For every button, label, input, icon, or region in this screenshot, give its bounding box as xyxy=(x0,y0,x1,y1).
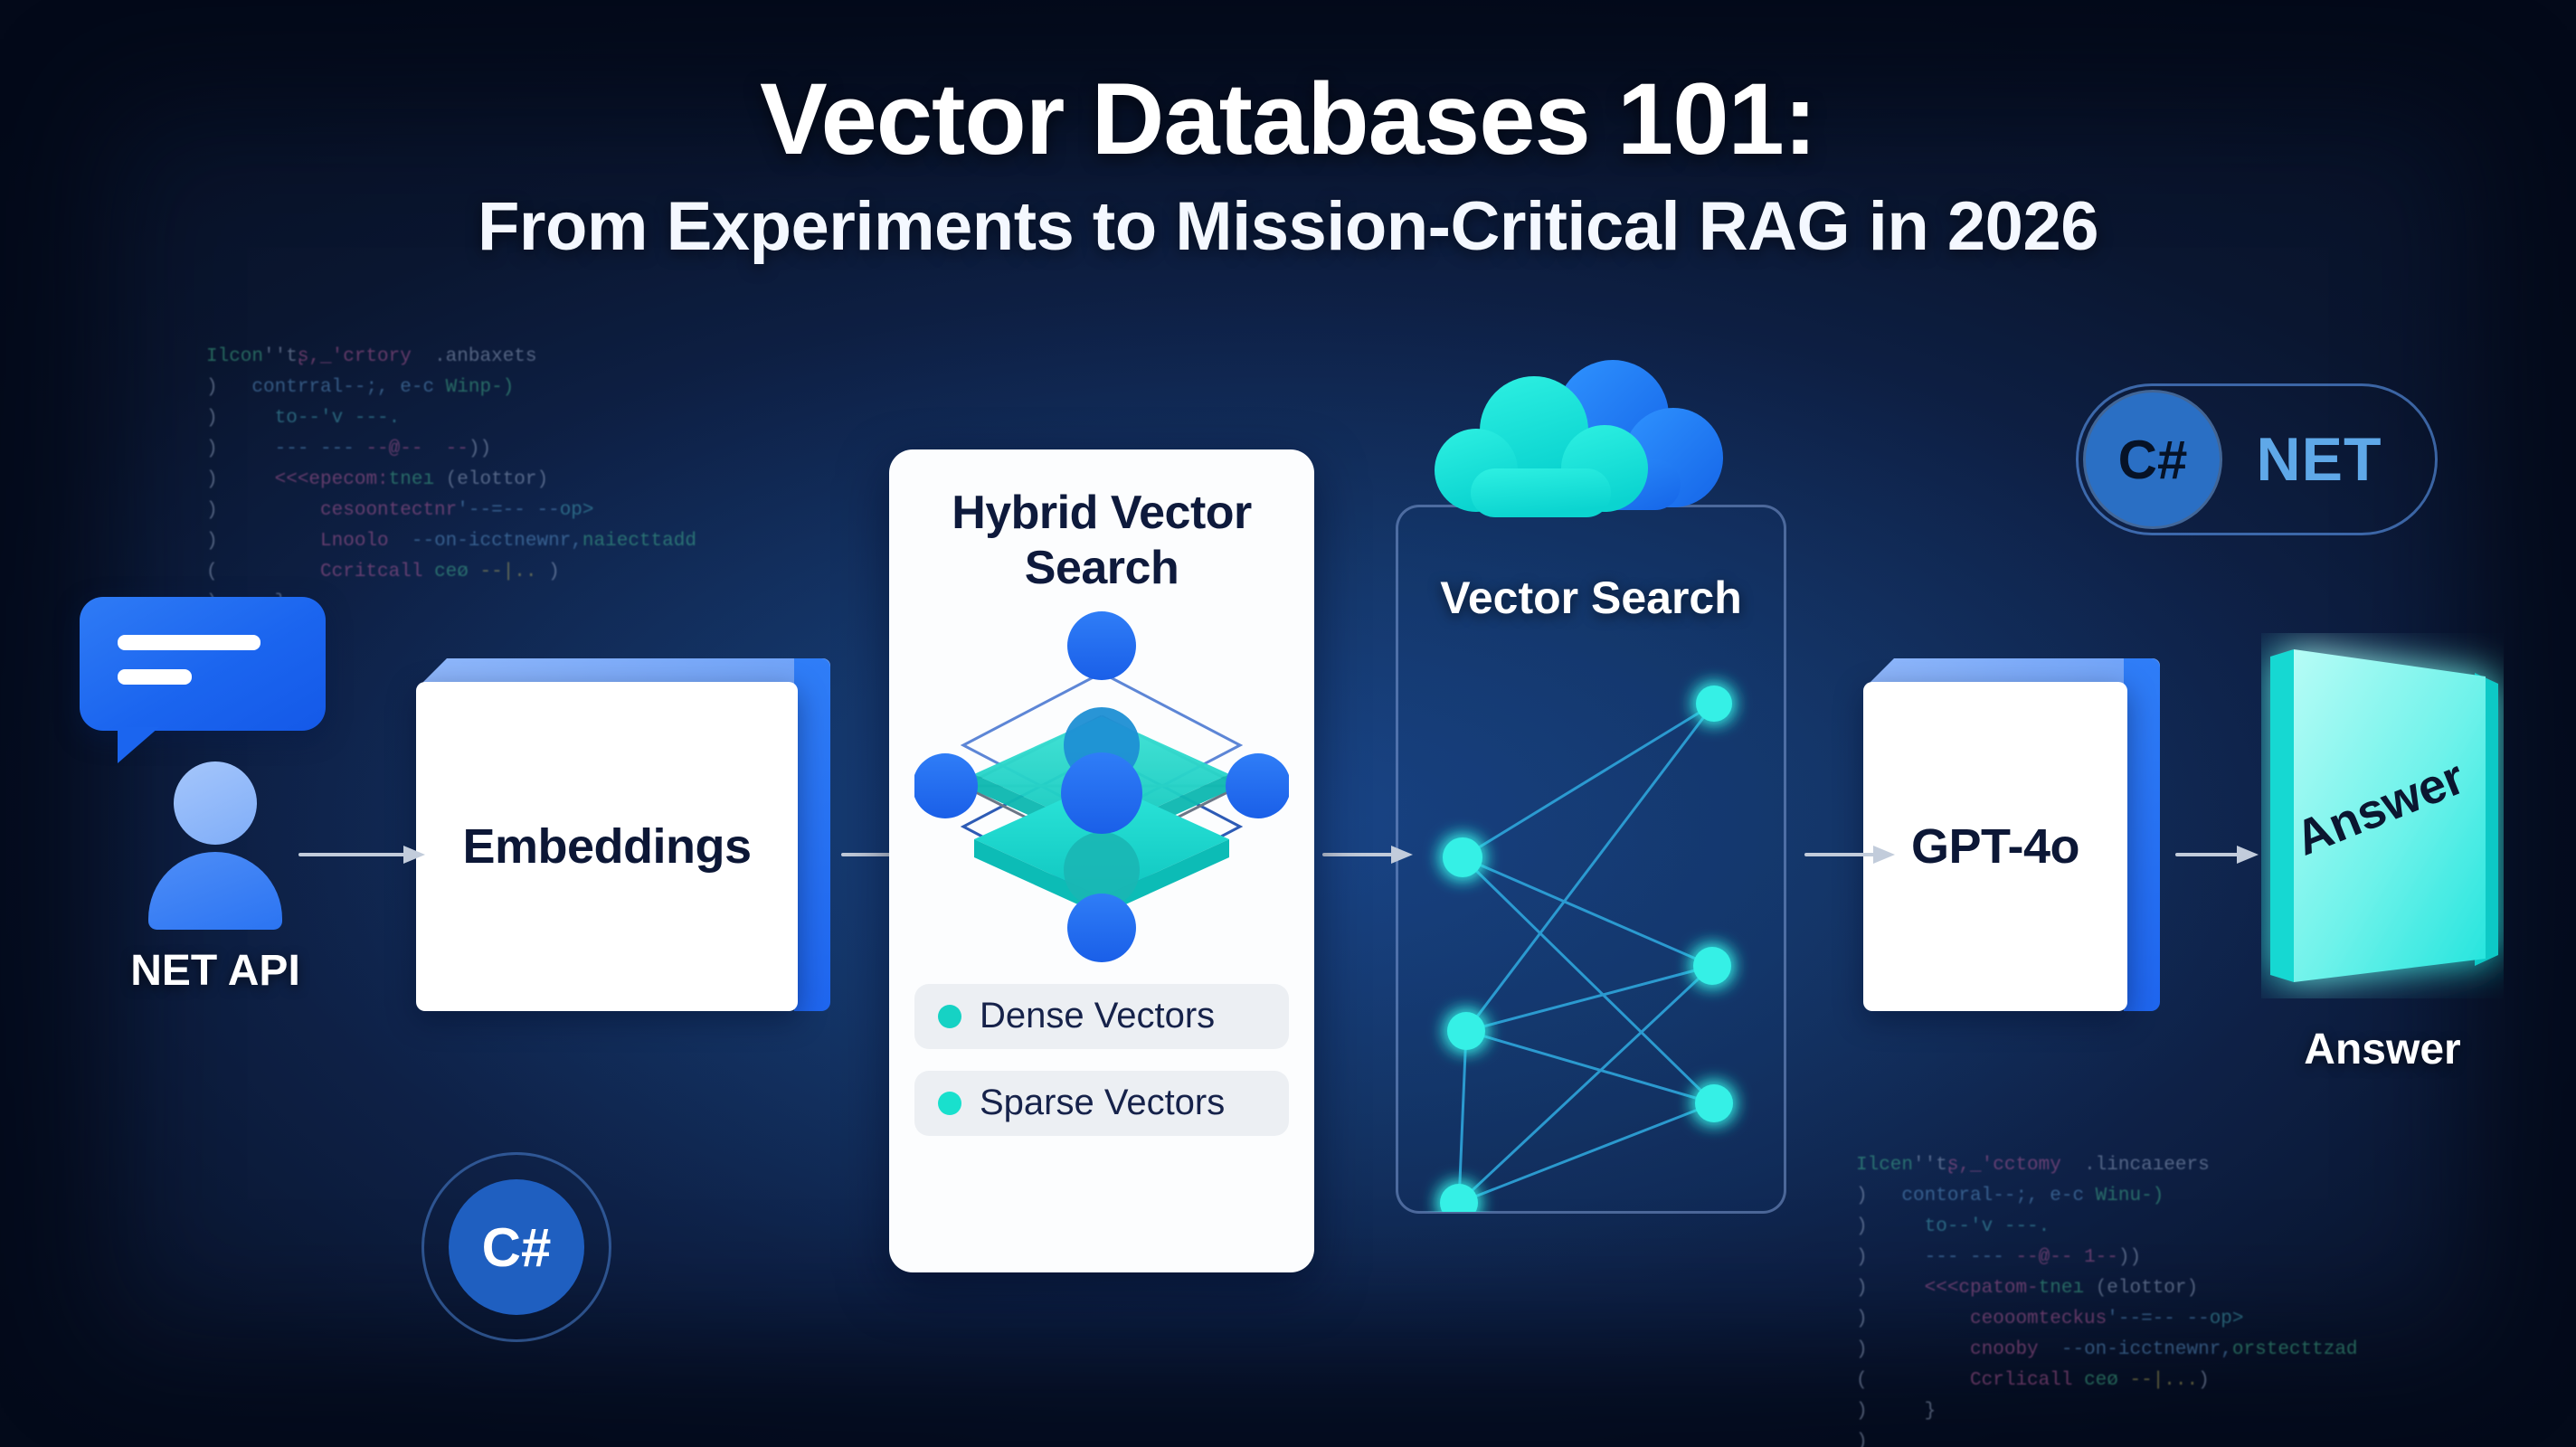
nn-node-center xyxy=(1061,752,1142,834)
csharp-circle-icon: C# xyxy=(2086,392,2220,526)
legend-dot-sparse xyxy=(938,1091,961,1115)
legend-dot-dense xyxy=(938,1004,961,1028)
legend-item-sparse: Sparse Vectors xyxy=(914,1070,1289,1136)
arrow-llm-to-answer xyxy=(2175,846,2259,864)
arrow-user-to-embeddings xyxy=(298,846,425,864)
arrow-vectorsearch-to-llm xyxy=(1804,846,1895,864)
legend-label-sparse: Sparse Vectors xyxy=(980,1083,1226,1123)
box-side-face xyxy=(794,658,830,1011)
legend-item-dense: Dense Vectors xyxy=(914,983,1289,1049)
dotnet-badge[interactable]: C# NET xyxy=(2076,383,2438,535)
csharp-badge-label: C# xyxy=(481,1216,552,1278)
embeddings-node[interactable]: Embeddings xyxy=(416,658,830,1011)
arrow-shaft xyxy=(1804,853,1875,856)
bubble-tail xyxy=(118,727,159,763)
hybrid-card-title: Hybrid Vector Search xyxy=(952,487,1252,595)
nn-node-left xyxy=(914,752,978,818)
title-subtitle: From Experiments to Mission-Critical RAG… xyxy=(478,187,2098,265)
avatar-body xyxy=(148,852,282,930)
arrow-head xyxy=(1391,846,1413,864)
arrow-head xyxy=(2237,846,2259,864)
box-front-face: GPT-4o xyxy=(1863,682,2127,1011)
decorative-code-bottom-right: Ilcen''tʂ,_'cctomy .lincaıeers ) contora… xyxy=(1856,1155,2358,1447)
user-caption: NET API xyxy=(130,947,300,995)
answer-card-shape: Answer xyxy=(2270,649,2498,982)
answer-caption: Answer xyxy=(2304,1026,2461,1073)
chat-bubble-icon xyxy=(80,597,326,763)
answer-node[interactable]: Answer Answer xyxy=(2261,633,2504,1074)
arrow-shaft xyxy=(841,853,912,856)
nn-node-top xyxy=(1067,610,1136,680)
cloud-icon xyxy=(1435,360,1723,517)
box-side-face xyxy=(2124,658,2160,1011)
dotnet-label: NET xyxy=(2256,425,2382,494)
csharp-badge[interactable]: C# xyxy=(421,1152,611,1342)
bubble-line-1 xyxy=(118,635,260,650)
page-title: Vector Databases 101: From Experiments t… xyxy=(0,62,2576,265)
bubble-line-2 xyxy=(118,669,192,685)
arrow-shaft xyxy=(2175,853,2239,856)
title-main: Vector Databases 101: xyxy=(759,62,1817,175)
csharp-circle-label: C# xyxy=(2117,429,2188,490)
arrow-head xyxy=(403,846,425,864)
vector-search-label: Vector Search xyxy=(1440,572,1742,623)
embeddings-label: Embeddings xyxy=(462,819,752,874)
hybrid-vector-search-card[interactable]: Hybrid Vector Search xyxy=(889,449,1314,1272)
vector-graph-illustration xyxy=(1440,686,1733,1212)
avatar-head xyxy=(174,761,257,845)
llm-label: GPT-4o xyxy=(1910,819,2080,874)
nn-node-bottom xyxy=(1067,893,1136,962)
nn-node-right xyxy=(1226,752,1289,818)
arrow-hybrid-to-vectorsearch xyxy=(1322,846,1413,864)
user-node: NET API xyxy=(80,597,351,996)
neural-layers-illustration xyxy=(914,610,1289,962)
arrow-head xyxy=(1873,846,1895,864)
arrow-shaft xyxy=(1322,853,1393,856)
csharp-badge-circle: C# xyxy=(449,1179,584,1315)
box-front-face: Embeddings xyxy=(416,682,798,1011)
user-avatar-icon xyxy=(147,761,284,930)
llm-node[interactable]: GPT-4o xyxy=(1863,658,2160,1011)
arrow-shaft xyxy=(298,853,405,856)
legend-label-dense: Dense Vectors xyxy=(980,996,1216,1036)
